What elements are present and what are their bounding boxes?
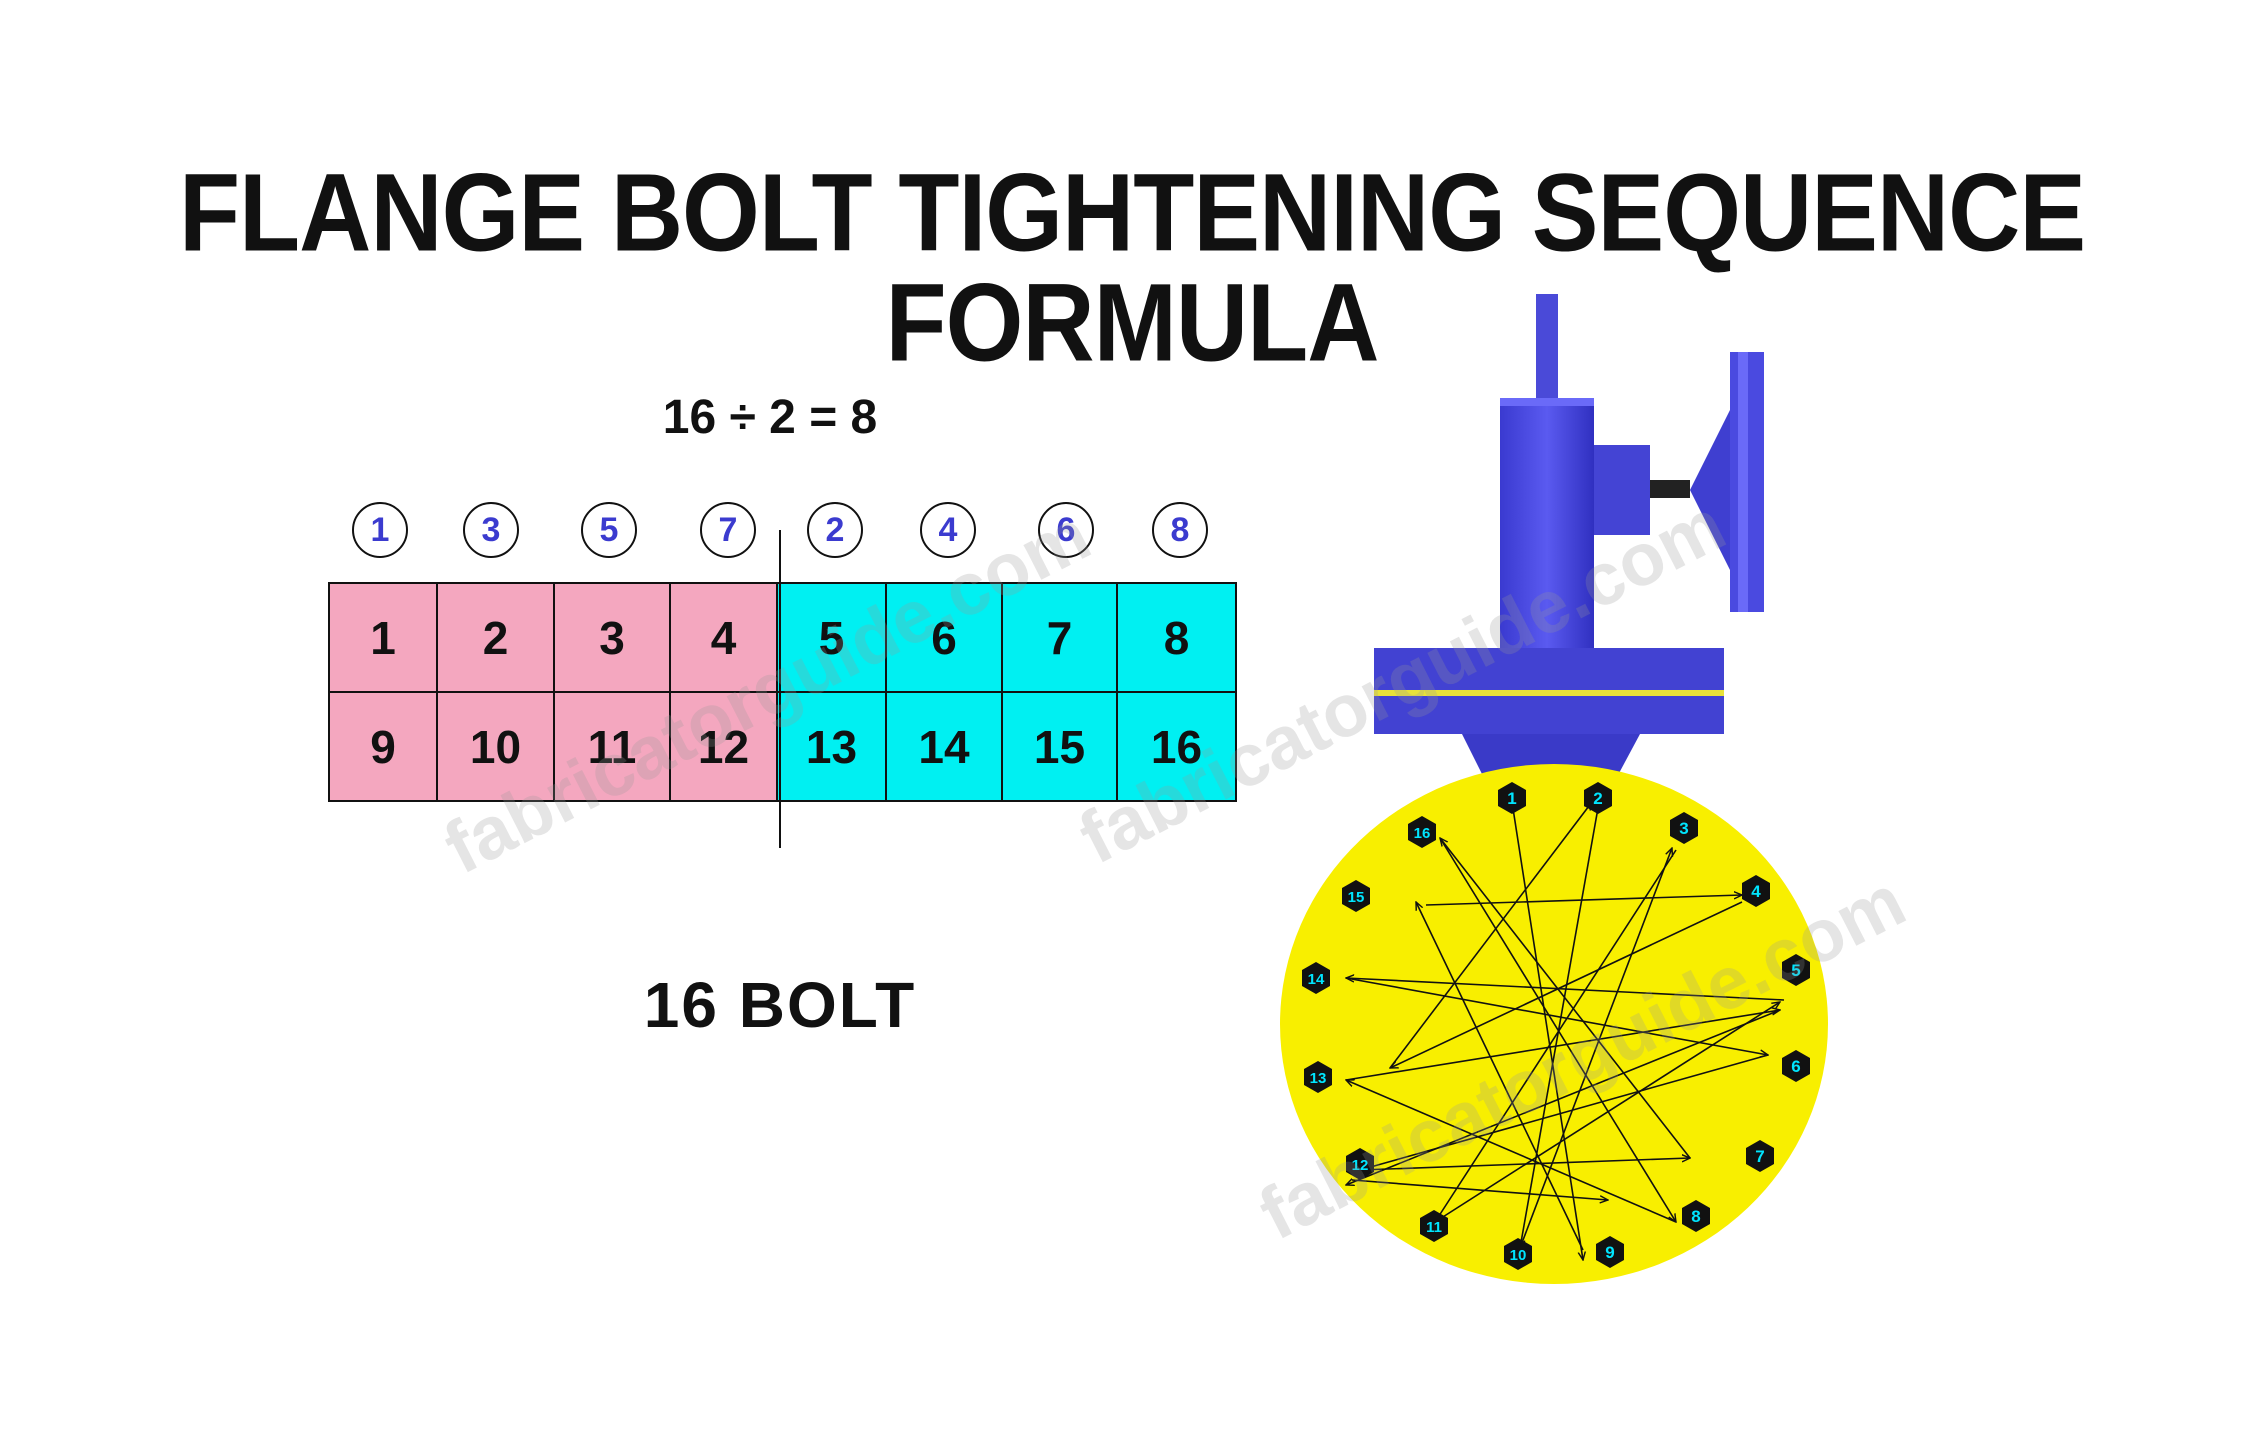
grid-cell: 14 xyxy=(885,691,1003,802)
bolt-label: 16 xyxy=(1414,825,1431,842)
grid-cell: 1 xyxy=(328,582,438,693)
grid-cell: 6 xyxy=(885,582,1003,693)
bolt-hex-icons: 1 2 3 4 5 6 7 8 9 10 11 12 13 14 15 16 xyxy=(1302,782,1810,1270)
bolt-hex-icon-16: 16 xyxy=(1408,816,1436,848)
bolt-label: 2 xyxy=(1593,789,1602,808)
bolt-label: 15 xyxy=(1348,889,1365,906)
bolt-label: 8 xyxy=(1691,1207,1700,1226)
bolt-hex-icon-7: 7 xyxy=(1746,1140,1774,1172)
bolt-grid-table: 1 2 3 4 5 6 7 8 9 10 11 12 13 14 15 16 xyxy=(328,582,1237,802)
order-circle-7: 6 xyxy=(1038,502,1094,558)
division-formula: 16 ÷ 2 = 8 xyxy=(662,391,878,444)
bolt-label: 5 xyxy=(1791,961,1800,980)
grid-cell: 9 xyxy=(328,691,438,802)
grid-cell: 13 xyxy=(776,691,887,802)
grid-cell: 4 xyxy=(669,582,778,693)
bolt-hex-icon-11: 11 xyxy=(1420,1210,1448,1242)
bolt-label: 12 xyxy=(1352,1157,1369,1174)
bolt-label: 4 xyxy=(1751,882,1761,901)
tightening-sequence-arrows xyxy=(1346,802,1785,1260)
bolt-label: 1 xyxy=(1507,789,1516,808)
bolt-count-label: 16 BOLT xyxy=(643,969,917,1041)
bolt-label: 11 xyxy=(1426,1219,1442,1236)
grid-cell: 11 xyxy=(553,691,671,802)
grid-cell: 10 xyxy=(436,691,555,802)
bolt-label: 9 xyxy=(1605,1243,1614,1262)
valve-icon xyxy=(1374,294,1764,790)
grid-cell: 16 xyxy=(1116,691,1237,802)
bolt-label: 3 xyxy=(1679,819,1688,838)
order-circle-5: 2 xyxy=(807,502,863,558)
bolt-label: 7 xyxy=(1755,1147,1764,1166)
bolt-hex-icon-15: 15 xyxy=(1342,880,1370,912)
bolt-hex-icon-13: 13 xyxy=(1304,1061,1332,1093)
grid-row-1: 1 2 3 4 5 6 7 8 xyxy=(328,582,1237,693)
bolt-hex-icon-6: 6 xyxy=(1782,1050,1810,1082)
order-circle-4: 7 xyxy=(700,502,756,558)
half-divider-line xyxy=(779,530,781,848)
grid-cell: 15 xyxy=(1001,691,1118,802)
bolt-hex-icon-4: 4 xyxy=(1742,875,1770,907)
grid-cell: 3 xyxy=(553,582,671,693)
grid-row-2: 9 10 11 12 13 14 15 16 xyxy=(328,691,1237,802)
bolt-hex-icon-9: 9 xyxy=(1596,1236,1624,1268)
page-title: FLANGE BOLT TIGHTENING SEQUENCE FORMULA xyxy=(178,151,2086,385)
bolt-hex-icon-14: 14 xyxy=(1302,962,1330,994)
bolt-label: 13 xyxy=(1310,1070,1327,1087)
bolt-label: 10 xyxy=(1510,1247,1527,1264)
grid-cell: 2 xyxy=(436,582,555,693)
order-circle-2: 3 xyxy=(463,502,519,558)
order-circle-8: 8 xyxy=(1152,502,1208,558)
bolt-hex-icon-2: 2 xyxy=(1584,782,1612,814)
grid-cell: 12 xyxy=(669,691,778,802)
bolt-label: 14 xyxy=(1308,971,1325,988)
grid-cell: 7 xyxy=(1001,582,1118,693)
bolt-hex-icon-5: 5 xyxy=(1782,954,1810,986)
order-circle-1: 1 xyxy=(352,502,408,558)
bolt-hex-icon-1: 1 xyxy=(1498,782,1526,814)
bolt-label: 6 xyxy=(1791,1057,1800,1076)
bolt-hex-icon-10: 10 xyxy=(1504,1238,1532,1270)
bolt-hex-icon-3: 3 xyxy=(1670,812,1698,844)
grid-cell: 5 xyxy=(776,582,887,693)
bolt-hex-icon-8: 8 xyxy=(1682,1200,1710,1232)
order-circle-3: 5 xyxy=(581,502,637,558)
order-circle-6: 4 xyxy=(920,502,976,558)
bolt-hex-icon-12: 12 xyxy=(1346,1148,1374,1180)
grid-cell: 8 xyxy=(1116,582,1237,693)
